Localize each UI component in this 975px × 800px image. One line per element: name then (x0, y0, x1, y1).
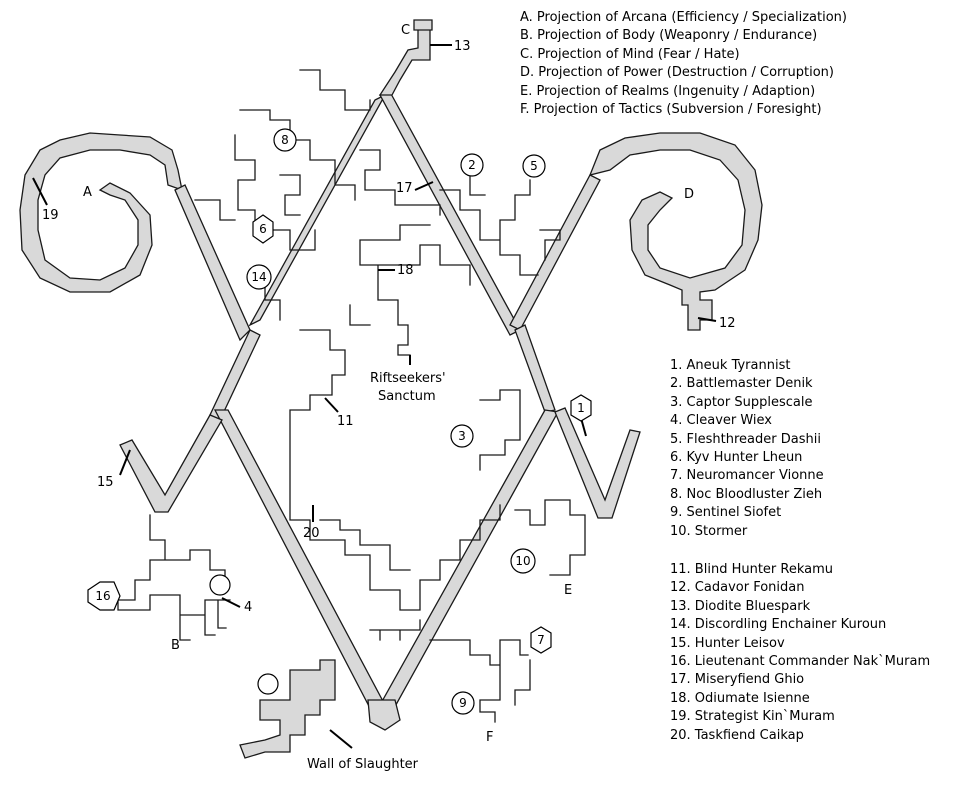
projection-legend: A. Projection of Arcana (Efficiency / Sp… (520, 9, 847, 119)
svg-text:10: 10 (515, 554, 530, 568)
legend-npc-7: 7. Neuromancer Vionne (670, 468, 824, 484)
inner-maze (289, 224, 521, 641)
diamond-ring-upper-left-2 (248, 93, 387, 327)
diamond-ring-right-arm (509, 174, 601, 331)
legend-npc-14: 14. Discordling Enchainer Kuroun (670, 617, 887, 633)
legend-npc-10: 10. Stormer (670, 523, 748, 539)
label-b: B (171, 638, 180, 653)
legend-projection-b: B. Projection of Body (Weaponry / Endura… (520, 28, 818, 44)
pointer-15 (119, 449, 131, 476)
label-wall-of-slaughter: Wall of Slaughter (307, 757, 419, 772)
label-e: E (564, 583, 572, 598)
diamond-bottom-tip (367, 699, 401, 731)
label-d: D (684, 187, 694, 202)
label-c: C (401, 23, 410, 38)
marker-16: 16 (87, 581, 121, 611)
diamond-ring-left-mid (209, 329, 261, 421)
label-20: 20 (303, 526, 320, 541)
svg-text:8: 8 (281, 133, 289, 147)
npc-legend-1: 1. Aneuk Tyrannist 2. Battlemaster Denik… (670, 357, 824, 541)
diamond-ring-upper-left (174, 184, 251, 342)
label-11: 11 (337, 414, 354, 429)
marker-14: 14 (246, 264, 272, 290)
label-sanctum-line1: Riftseekers' (370, 371, 446, 386)
legend-npc-18: 18. Odiumate Isienne (670, 690, 810, 706)
legend-npc-11: 11. Blind Hunter Rekamu (670, 562, 834, 577)
marker-7: 7 (530, 626, 552, 654)
label-13: 13 (454, 39, 471, 54)
legend-npc-5: 5. Fleshthreader Dashii (670, 431, 821, 447)
maze-upper-right (359, 149, 561, 276)
pointer-17 (414, 181, 434, 191)
marker-10: 10 (510, 548, 536, 574)
corridor-to-c (378, 21, 431, 96)
maze-lower-right (429, 499, 586, 723)
legend-npc-8: 8. Noc Bloodluster Zieh (670, 486, 823, 502)
legend-npc-16: 16. Lieutenant Commander Nak`Muram (670, 653, 931, 669)
marker-3: 3 (450, 424, 474, 448)
pointer-12 (697, 317, 717, 322)
label-17: 17 (396, 181, 413, 196)
legend-projection-a: A. Projection of Arcana (Efficiency / Sp… (520, 10, 847, 25)
marker-wall-room (257, 673, 279, 695)
svg-text:2: 2 (468, 158, 476, 172)
diamond-ring-upper-right (379, 91, 521, 336)
legend-projection-e: E. Projection of Realms (Ingenuity / Ada… (520, 83, 816, 99)
pointer-4 (221, 597, 241, 608)
legend-npc-4: 4. Cleaver Wiex (670, 413, 773, 429)
svg-text:5: 5 (530, 159, 538, 173)
label-4: 4 (244, 600, 252, 615)
legend-npc-6: 6. Kyv Hunter Lheun (670, 449, 803, 465)
legend-npc-15: 15. Hunter Leisov (670, 635, 785, 651)
label-12: 12 (719, 316, 736, 331)
legend-projection-c: C. Projection of Mind (Fear / Hate) (520, 46, 740, 62)
marker-6: 6 (252, 214, 274, 244)
legend-projection-f: F. Projection of Tactics (Subversion / F… (520, 101, 822, 117)
legend-npc-19: 19. Strategist Kin`Muram (670, 709, 835, 725)
legend-npc-20: 20. Taskfiend Caikap (670, 727, 804, 743)
left-v-corridor (119, 414, 223, 513)
svg-text:14: 14 (251, 270, 266, 284)
pointer-19 (32, 177, 48, 206)
marker-2: 2 (460, 153, 484, 177)
marker-8: 8 (273, 128, 297, 152)
wall-of-slaughter-maze (239, 659, 336, 759)
legend-npc-12: 12. Cadavor Fonidan (670, 580, 805, 596)
svg-text:3: 3 (458, 429, 466, 443)
diamond-ring-right-mid (514, 324, 556, 413)
legend-projection-d: D. Projection of Power (Destruction / Co… (520, 65, 834, 81)
legend-npc-17: 17. Miseryfiend Ghio (670, 672, 805, 688)
svg-text:7: 7 (537, 633, 545, 647)
svg-text:6: 6 (259, 222, 267, 236)
label-18: 18 (397, 263, 414, 278)
marker-5: 5 (522, 154, 546, 178)
label-f: F (486, 730, 493, 745)
legend-npc-2: 2. Battlemaster Denik (670, 376, 813, 392)
marker-4-room (209, 574, 231, 596)
legend-npc-1: 1. Aneuk Tyrannist (670, 358, 791, 373)
label-sanctum-line2: Sanctum (378, 389, 436, 404)
right-v-corridor (554, 407, 641, 519)
label-a: A (83, 185, 92, 200)
npc-legend-2: 11. Blind Hunter Rekamu 12. Cadavor Foni… (670, 561, 930, 745)
maze-upper-left (194, 69, 371, 321)
spiral-d-corridor (588, 132, 763, 331)
corridor-c-cap (413, 19, 433, 31)
pointer-11 (324, 397, 339, 413)
svg-text:1: 1 (577, 401, 585, 415)
marker-9: 9 (451, 691, 475, 715)
legend-npc-3: 3. Captor Supplescale (670, 394, 813, 410)
maze-lower-left (117, 514, 231, 641)
label-19: 19 (42, 208, 59, 223)
label-15: 15 (97, 475, 114, 490)
diamond-ring-lower-left (213, 409, 386, 713)
svg-text:16: 16 (95, 589, 110, 603)
spiral-a-corridor (19, 132, 183, 293)
marker-1: 1 (570, 394, 592, 422)
pointer-wall (329, 729, 353, 749)
legend-npc-9: 9. Sentinel Siofet (670, 505, 782, 521)
svg-text:9: 9 (459, 696, 467, 710)
legend-npc-13: 13. Diodite Bluespark (670, 598, 811, 614)
